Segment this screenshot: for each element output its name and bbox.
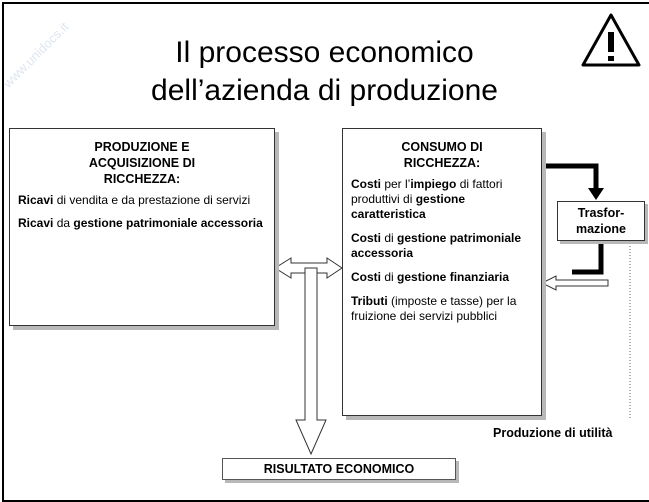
bold-term: Ricavi [18,193,54,207]
bold-term: gestione patrimoniale accessoria [351,231,522,260]
bold-term: Tributi [351,294,388,308]
heading-line: ACQUISIZIONE DI [88,156,196,170]
bold-term: Costi [351,177,381,191]
down-arrow [295,267,327,456]
heading-line: CONSUMO DI [401,140,483,154]
costi-finanziaria-text: Costi di gestione finanziaria [343,270,541,285]
trasformazione-box: Trasfor- mazione [557,201,645,241]
produzione-box: PRODUZIONE E ACQUISIZIONE DI RICCHEZZA: … [9,128,275,326]
plain-text: da [53,216,74,230]
title-line-2: dell’azienda di produzione [151,74,498,107]
bold-term: gestione caratteristica [351,192,466,221]
risultato-economico-box: RISULTATO ECONOMICO [222,458,456,480]
plain-text: di [381,270,398,284]
bold-term: Costi [351,231,381,245]
title-line-1: Il processo economico [175,36,474,69]
produzione-heading: PRODUZIONE E ACQUISIZIONE DI RICCHEZZA: [10,139,274,187]
warning-triangle-icon [581,13,641,67]
bold-term: Ricavi [18,216,54,230]
tributi-text: Tributi (imposte e tasse) per la fruizio… [343,294,541,324]
trasformazione-line-1: Trasfor- [577,206,625,220]
bold-term: gestione finanziaria [397,270,510,284]
trasformazione-line-2: mazione [575,222,626,236]
plain-text: di [381,231,398,245]
ricavi-gestione-text: Ricavi da gestione patrimoniale accessor… [10,216,274,231]
plain-text: di vendita e da prestazione di servizi [53,193,251,207]
plain-text: per l’ [381,177,411,191]
produzione-utilita-label: Produzione di utilità [493,426,613,440]
bold-term: impiego [410,177,457,191]
bold-term: gestione patrimoniale accessoria [73,216,263,230]
return-arrow [540,275,609,291]
costi-impiego-text: Costi per l’impiego di fattori produttiv… [343,177,541,222]
heading-line: RICCHEZZA: [403,156,481,170]
heading-line: RICCHEZZA: [103,172,181,186]
black-arrow-to-trasformazione [542,163,599,190]
plain-text: (imposte e tasse) per la fruizione dei s… [351,294,517,323]
consumo-box: CONSUMO DI RICCHEZZA: Costi per l’impieg… [342,128,542,416]
ricavi-vendita-text: Ricavi di vendita e da prestazione di se… [10,193,274,208]
consumo-heading: CONSUMO DI RICCHEZZA: [343,139,541,171]
heading-line: PRODUZIONE E [94,140,190,154]
bold-term: Costi [351,270,381,284]
costi-patrimoniale-text: Costi di gestione patrimoniale accessori… [343,231,541,261]
page-title: Il processo economico dell’azienda di pr… [0,34,649,110]
plain-text: di fattori produttivi di [351,177,503,206]
